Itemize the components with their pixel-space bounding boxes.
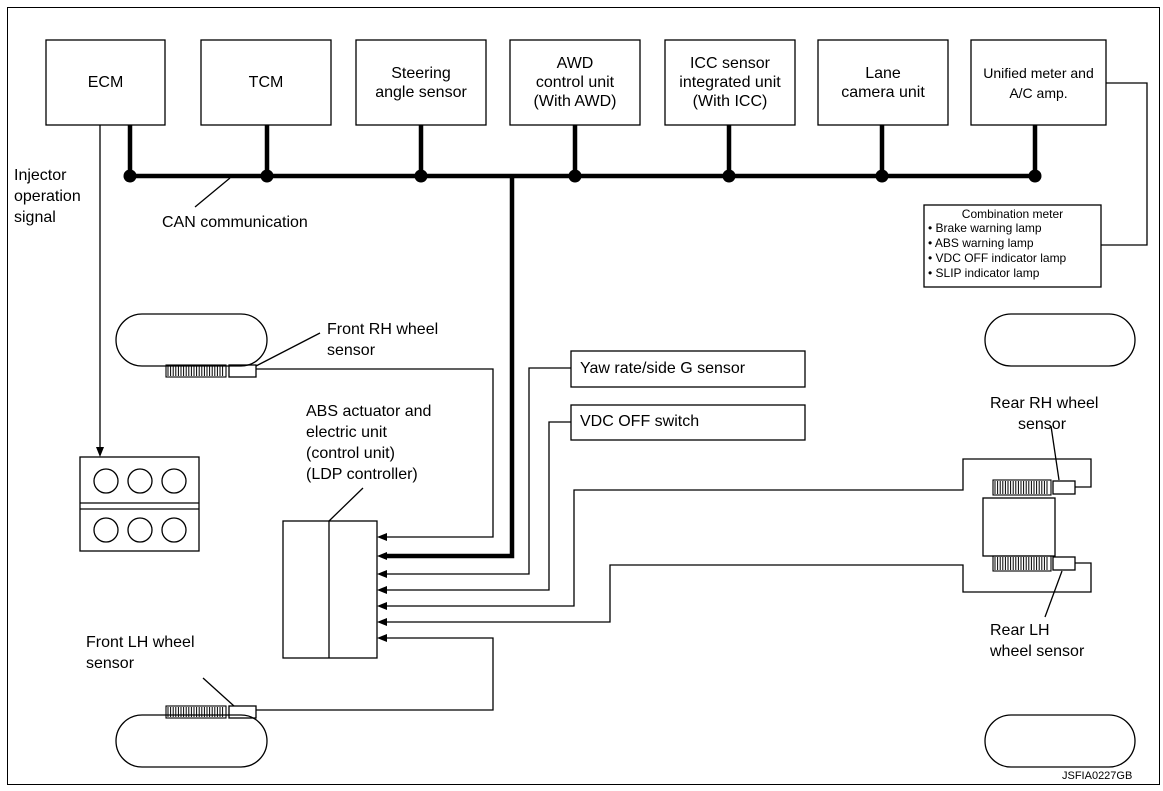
rear-lh-label-1: Rear LH (990, 622, 1050, 639)
meter-link-line (1101, 82, 1148, 246)
combination-meter-title: Combination meter (961, 207, 1064, 221)
rear-lh-label-2: wheel sensor (990, 643, 1085, 660)
arrow-front-lh (377, 634, 387, 642)
figure-code: JSFIA0227GB (1062, 770, 1133, 782)
front-lh-label-2: sensor (86, 655, 135, 672)
front-rh-leader (255, 332, 321, 367)
yaw-wire (385, 367, 571, 575)
injector-label-1: Injector (14, 167, 67, 184)
rear-rh-label-1: Rear RH wheel (990, 395, 1099, 412)
meter-label: Unified meter and A/C amp. (983, 64, 1094, 101)
ecm-box (45, 39, 166, 126)
front-rh-label-2: sensor (327, 342, 376, 359)
vdc-wire (385, 421, 571, 591)
combination-meter-item: • VDC OFF indicator lamp (928, 251, 1067, 265)
front-rh-wheel (115, 313, 268, 367)
vdc-label: VDC OFF switch (580, 413, 700, 430)
arrow-yaw (377, 570, 387, 578)
arrow-front-rh (377, 533, 387, 541)
injector-label-3: signal (14, 209, 56, 226)
front-lh-leader (202, 677, 235, 707)
rear-lh-loop (385, 562, 1092, 623)
diagram-frame (7, 7, 1160, 785)
front-lh-wheel (115, 714, 268, 768)
abs-label-4: (LDP controller) (306, 466, 418, 483)
icc-label: ICC sensor integrated unit (With ICC) (679, 55, 781, 110)
rear-lh-leader (1044, 570, 1063, 618)
front-rh-wire (256, 368, 494, 538)
yaw-label: Yaw rate/side G sensor (580, 360, 746, 377)
abs-label-3: (control unit) (306, 445, 395, 462)
combination-meter-item: • ABS warning lamp (928, 236, 1034, 250)
abs-label-2: electric unit (306, 424, 387, 441)
can-label: CAN communication (162, 214, 308, 231)
engine-block (79, 456, 200, 552)
front-lh-tone-ring (167, 707, 224, 717)
arrow-vdc (377, 586, 387, 594)
lane-label: Lane camera unit (841, 64, 925, 101)
rear-lh-wheel (984, 714, 1136, 768)
awd-label: AWD control unit (With AWD) (533, 55, 617, 110)
abs-label-1: ABS actuator and (306, 403, 432, 420)
rear-axle-body (982, 497, 1056, 557)
front-lh-wire (256, 637, 494, 711)
can-leader (194, 177, 231, 208)
arrow-can (377, 552, 387, 560)
combination-meter-item: • SLIP indicator lamp (928, 266, 1040, 280)
rear-rh-wheel (984, 313, 1136, 367)
combination-meter-item: • Brake warning lamp (928, 221, 1042, 235)
yaw-box (570, 350, 806, 388)
arrow-injector (96, 447, 104, 457)
tcm-label: TCM (248, 74, 284, 91)
can-to-abs-line (386, 176, 515, 559)
combination-meter-box (923, 204, 1102, 288)
front-rh-label-1: Front RH wheel (327, 321, 439, 338)
rear-lh-tone-ring (994, 557, 1048, 570)
injector-label-2: operation (14, 188, 81, 205)
abs-label-leader (328, 487, 364, 522)
rear-rh-leader (1050, 425, 1060, 481)
rear-rh-tone-ring (994, 481, 1048, 494)
arrow-rear-rh (377, 602, 387, 610)
steering-label: Steering angle sensor (375, 64, 467, 101)
front-lh-label-1: Front LH wheel (86, 634, 195, 651)
rear-rh-label-2: sensor (1018, 416, 1067, 433)
arrow-rear-lh (377, 618, 387, 626)
abs-unit-box (282, 520, 378, 659)
rear-rh-loop (385, 458, 1092, 607)
ecm-label: ECM (87, 74, 124, 91)
front-rh-tone-ring (167, 366, 224, 376)
